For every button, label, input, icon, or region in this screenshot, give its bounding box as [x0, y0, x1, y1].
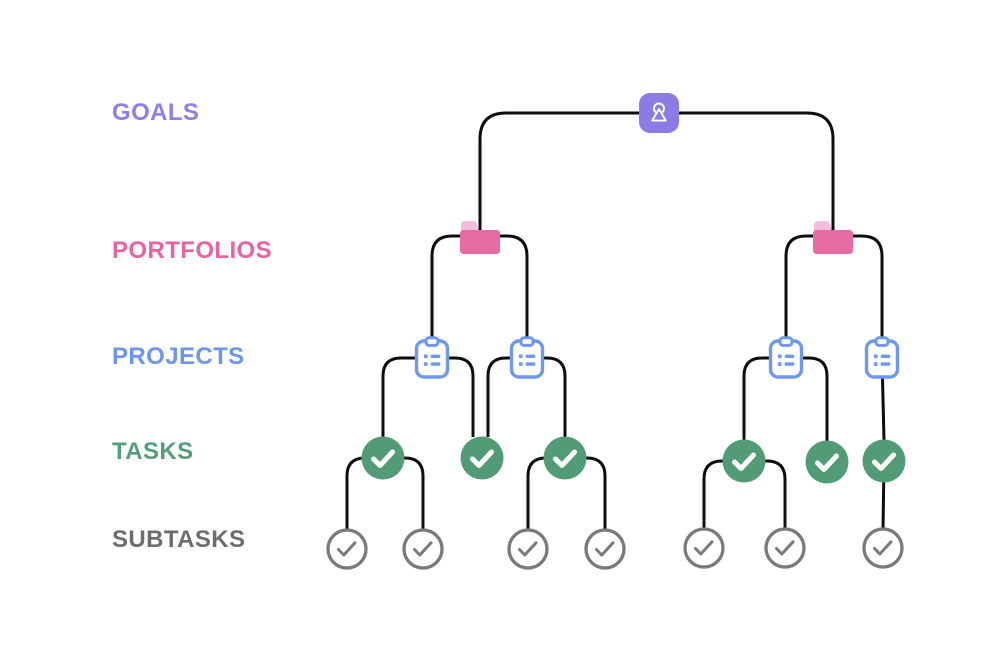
edge-project-1-task-2	[432, 356, 475, 437]
edge-goal-portfolio-2	[659, 111, 835, 232]
edge-task-3-subtask-4	[565, 456, 607, 531]
edge-task-4-subtask-6	[744, 459, 787, 530]
edge-project-1-task-1	[381, 356, 432, 437]
edge-project-2-task-3	[527, 356, 567, 437]
edge-portfolio-2-project-4	[833, 234, 884, 348]
edge-task-4-subtask-5	[702, 459, 744, 530]
edge-portfolio-1-project-1	[430, 234, 480, 348]
edge-project-3-task-4	[742, 356, 786, 440]
edge-project-2-task-2	[486, 356, 527, 437]
edge-project-4-task-6	[880, 357, 886, 441]
edge-task-3-subtask-3	[526, 456, 565, 531]
edge-task-6-subtask-7	[881, 460, 886, 531]
edge-portfolio-2-project-3	[784, 234, 833, 348]
edge-portfolio-1-project-2	[480, 234, 529, 348]
edge-task-1-subtask-2	[383, 456, 425, 531]
edge-project-3-task-5	[786, 356, 829, 441]
edge-task-1-subtask-1	[345, 456, 383, 531]
edge-goal-portfolio-1	[478, 111, 659, 232]
